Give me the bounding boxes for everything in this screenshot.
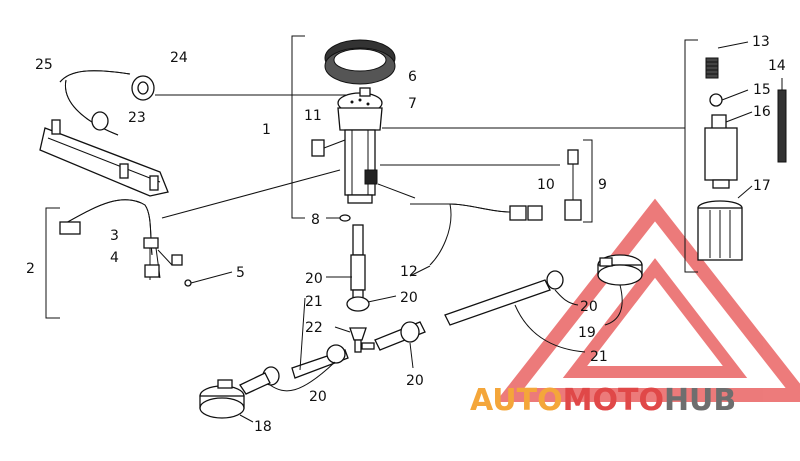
fuel-line-group (199, 224, 643, 423)
label-12: 12 (400, 264, 418, 280)
fuel-pump-assembly (291, 35, 685, 222)
clamp-20-far (546, 270, 564, 290)
mounting-rail (39, 127, 169, 197)
label-2: 2 (26, 261, 35, 277)
label-4: 4 (110, 250, 119, 266)
label-20-b: 20 (400, 290, 418, 306)
label-17: 17 (753, 178, 771, 194)
label-15: 15 (753, 82, 771, 98)
label-8: 8 (311, 212, 320, 228)
filter-13 (705, 41, 749, 79)
grommet-23 (91, 111, 109, 131)
label-20-e: 20 (580, 299, 598, 315)
harness-2-group (45, 169, 341, 319)
label-13: 13 (752, 34, 770, 50)
clamp-20-right (400, 321, 420, 343)
label-6: 6 (408, 69, 417, 85)
watermark-logo (495, 198, 800, 402)
watermark-auto: AUTO (470, 383, 563, 418)
watermark-moto: MOTO (563, 383, 664, 418)
label-24: 24 (170, 50, 188, 66)
label-18: 18 (254, 419, 272, 435)
label-10: 10 (537, 177, 555, 193)
strainer-17 (697, 185, 753, 261)
label-25: 25 (35, 57, 53, 73)
watermark-text: AUTOMOTOHUB (470, 383, 736, 418)
label-1: 1 (262, 122, 271, 138)
wiring-harness-group (39, 70, 353, 197)
label-9: 9 (598, 177, 607, 193)
pump-components-right (684, 39, 787, 273)
connector-9-group (377, 139, 593, 266)
label-3: 3 (110, 228, 119, 244)
label-21-b: 21 (590, 349, 608, 365)
pump-motor-16 (704, 111, 753, 189)
callout-labels: 1 2 3 4 5 6 7 8 9 10 11 12 13 14 15 16 1… (26, 34, 786, 435)
screw-5 (184, 279, 192, 287)
tee-fitting-22 (349, 327, 367, 341)
label-19: 19 (578, 325, 596, 341)
pickup-19 (597, 254, 643, 286)
watermark-hub: HUB (664, 383, 736, 418)
svg-text:AUTOMOTOHUB: AUTOMOTOHUB (470, 383, 736, 418)
spring-14 (777, 78, 787, 163)
connector-10 (567, 149, 579, 165)
label-20-c: 20 (309, 389, 327, 405)
ring-15 (709, 93, 723, 107)
pickup-18 (199, 379, 245, 419)
connector-4 (144, 264, 160, 278)
label-5: 5 (236, 265, 245, 281)
label-21-a: 21 (305, 294, 323, 310)
connector-3 (59, 221, 81, 235)
label-22: 22 (305, 320, 323, 336)
label-7: 7 (408, 96, 417, 112)
clamp-20-mid (326, 344, 346, 364)
label-11: 11 (304, 108, 322, 124)
clamp-20-upper (346, 296, 370, 312)
label-16: 16 (753, 104, 771, 120)
seal-8 (339, 214, 351, 222)
label-23: 23 (128, 110, 146, 126)
label-20-d: 20 (406, 373, 424, 389)
label-20-a: 20 (305, 271, 323, 287)
watermark-triangle-outer (495, 198, 800, 402)
sensor-11 (311, 139, 325, 157)
label-14: 14 (768, 58, 786, 74)
